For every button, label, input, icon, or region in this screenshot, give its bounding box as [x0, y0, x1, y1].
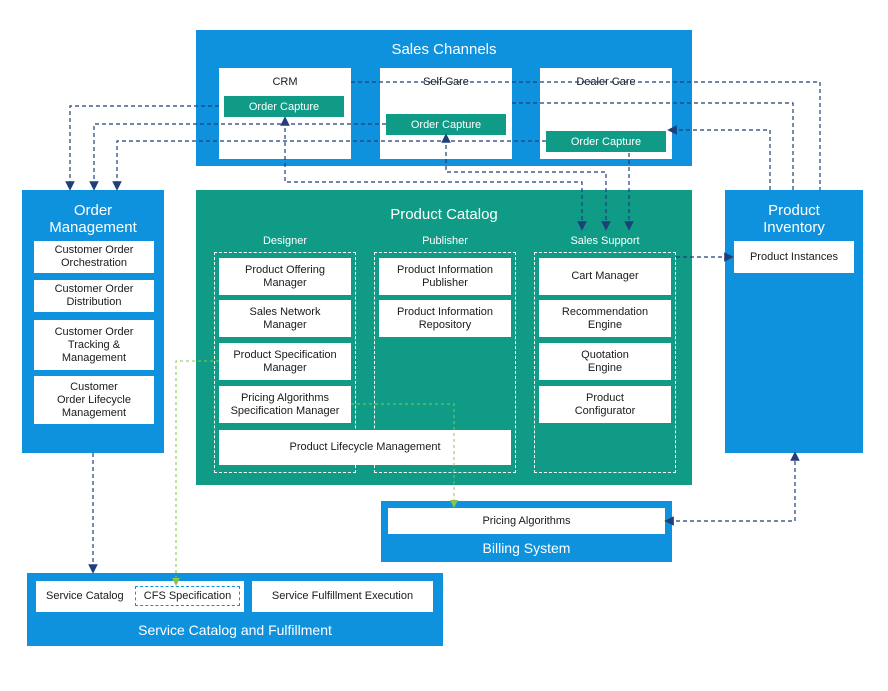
product-specification-manager: Product Specification Manager: [219, 343, 351, 380]
pricing-algorithms-spec-manager: Pricing Algorithms Specification Manager: [219, 386, 351, 423]
product-lifecycle-management: Product Lifecycle Management: [219, 430, 511, 465]
om-item-lifecycle: Customer Order Lifecycle Management: [34, 376, 154, 424]
cart-manager: Cart Manager: [539, 258, 671, 295]
self-care-order-capture: Order Capture: [386, 114, 506, 135]
recommendation-engine: Recommendation Engine: [539, 300, 671, 337]
service-fulfillment-execution: Service Fulfillment Execution: [252, 581, 433, 612]
product-inventory-panel: Product Inventory: [725, 190, 863, 453]
sales-network-manager: Sales Network Manager: [219, 300, 351, 337]
order-management-title: Order Management: [49, 202, 137, 236]
dealer-care-order-capture: Order Capture: [546, 131, 666, 152]
product-offering-manager: Product Offering Manager: [219, 258, 351, 295]
service-catalog-label: Service Catalog: [46, 590, 124, 602]
quotation-engine: Quotation Engine: [539, 343, 671, 380]
crm-label: CRM: [272, 76, 298, 88]
designer-label: Designer: [262, 235, 308, 247]
product-catalog-title: Product Catalog: [390, 206, 498, 223]
billing-system-title: Billing System: [482, 540, 571, 556]
om-item-distribution: Customer Order Distribution: [34, 280, 154, 312]
product-information-repository: Product Information Repository: [379, 300, 511, 337]
product-configurator: Product Configurator: [539, 386, 671, 423]
self-care-label: Self Care: [423, 76, 469, 88]
publisher-label: Publisher: [422, 235, 468, 247]
crm-order-capture: Order Capture: [224, 96, 344, 117]
om-item-orchestration: Customer Order Orchestration: [34, 241, 154, 273]
dealer-care-label: Dealer Care: [576, 76, 636, 88]
product-instances: Product Instances: [734, 241, 854, 273]
sales-support-group: [534, 252, 676, 473]
service-catalog-title: Service Catalog and Fulfillment: [138, 622, 332, 638]
om-item-tracking: Customer Order Tracking & Management: [34, 320, 154, 370]
cfs-specification: CFS Specification: [135, 586, 240, 606]
product-inventory-title: Product Inventory: [763, 202, 825, 236]
pricing-algorithms: Pricing Algorithms: [388, 508, 665, 534]
product-information-publisher: Product Information Publisher: [379, 258, 511, 295]
sales-channels-title: Sales Channels: [391, 41, 497, 58]
sales-support-label: Sales Support: [570, 235, 640, 247]
